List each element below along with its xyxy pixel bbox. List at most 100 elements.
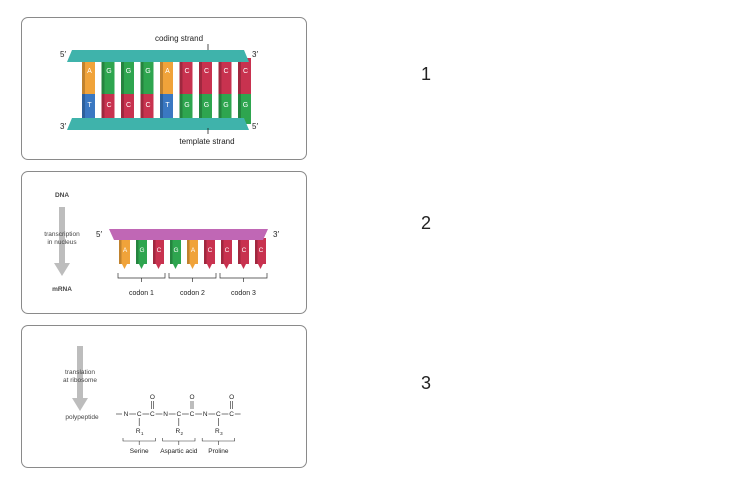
base-tip [173,264,178,269]
base-letter: C [223,68,228,75]
base-letter: G [139,247,144,254]
base-shade [238,238,241,264]
transcription-arrow-shaft [59,207,65,263]
base-letter: C [259,247,264,254]
codon-label: codon 3 [231,290,256,297]
base-G [218,94,232,124]
oxygen: O [189,394,194,401]
dna-bottom-5prime: 5′ [252,122,258,131]
base-shade [204,238,207,264]
base-letter: A [165,68,170,75]
base-shade [179,94,183,124]
residue-bracket [201,438,235,442]
base-C [153,238,164,264]
base-letter: G [126,68,131,75]
base-G [136,238,147,264]
mrna-5prime: 5′ [96,230,102,239]
dna-bottom-3prime: 3′ [60,122,66,131]
transcription-arrow-head [54,263,70,276]
base-G [140,58,154,94]
base-C [238,238,249,264]
polypeptide-label: polypeptide [65,414,99,421]
base-C [204,238,215,264]
in-nucleus-label: in nucleus [47,239,77,246]
base-letter: C [145,102,150,109]
base-letter: A [87,68,92,75]
atom-N: N [203,411,208,418]
base-shade [199,58,202,94]
base-C [218,58,232,94]
translation-arrow-head [72,398,88,411]
base-shade [119,238,122,264]
base-shade [221,238,224,264]
dna-top-5prime: 5′ [60,50,66,59]
template-strand-label: template strand [179,137,234,146]
transcription-panel: DNA transcription in nucleus mRNA 5′ 3′ … [21,171,307,314]
base-letter: G [106,68,111,75]
residue-bracket [122,438,156,442]
base-C [238,58,251,94]
base-letter: G [184,102,189,109]
r-subscript: 2 [181,431,184,436]
base-T [160,94,173,124]
r-group: R [136,428,141,435]
base-shade [160,94,163,124]
base-letter: C [243,68,248,75]
base-shade [140,94,144,124]
base-shade [101,94,105,124]
base-letter: C [157,247,162,254]
base-letter: T [165,102,170,109]
r-subscript: 3 [220,431,223,436]
codon-bracket [219,273,268,279]
base-letter: C [204,68,209,75]
dna-label: DNA [55,192,69,199]
base-shade [121,94,124,124]
amino-acid-label: Aspartic acid [160,448,198,455]
base-letter: G [243,102,248,109]
base-C [121,94,134,124]
atom-C: C [137,411,142,418]
base-G [170,238,181,264]
base-letter: A [191,247,196,254]
translation-arrow-shaft [77,346,83,398]
r-group: R [175,428,180,435]
base-shade [238,94,241,124]
codon-bracket [168,273,217,279]
base-C [255,238,266,264]
base-tip [258,264,263,269]
transcription-label: transcription [44,231,80,238]
codon-bracket [117,273,166,279]
base-letter: C [225,247,230,254]
base-G [199,94,212,124]
at-ribosome-label: at ribosome [63,377,97,384]
base-T [82,94,95,124]
base-tip [190,264,195,269]
atom-C: C [229,411,234,418]
base-shade [160,58,163,94]
base-tip [122,264,127,269]
atom-C: C [150,411,155,418]
atom-N: N [124,411,129,418]
base-tip [241,264,246,269]
template-backbone [67,118,249,130]
base-shade [121,58,124,94]
mrna-backbone [109,229,268,240]
dna-top-3prime: 3′ [252,50,258,59]
base-shade [187,238,190,264]
base-letter: T [87,102,92,109]
base-letter: C [208,247,213,254]
base-shade [199,94,202,124]
base-letter: G [204,102,209,109]
base-letter: C [126,102,131,109]
base-G [238,94,251,124]
base-shade [101,58,105,94]
panel-number-1: 1 [421,64,432,84]
base-C [179,58,193,94]
r-subscript: 1 [141,431,144,436]
base-G [101,58,115,94]
panel-number-3: 3 [421,373,432,393]
